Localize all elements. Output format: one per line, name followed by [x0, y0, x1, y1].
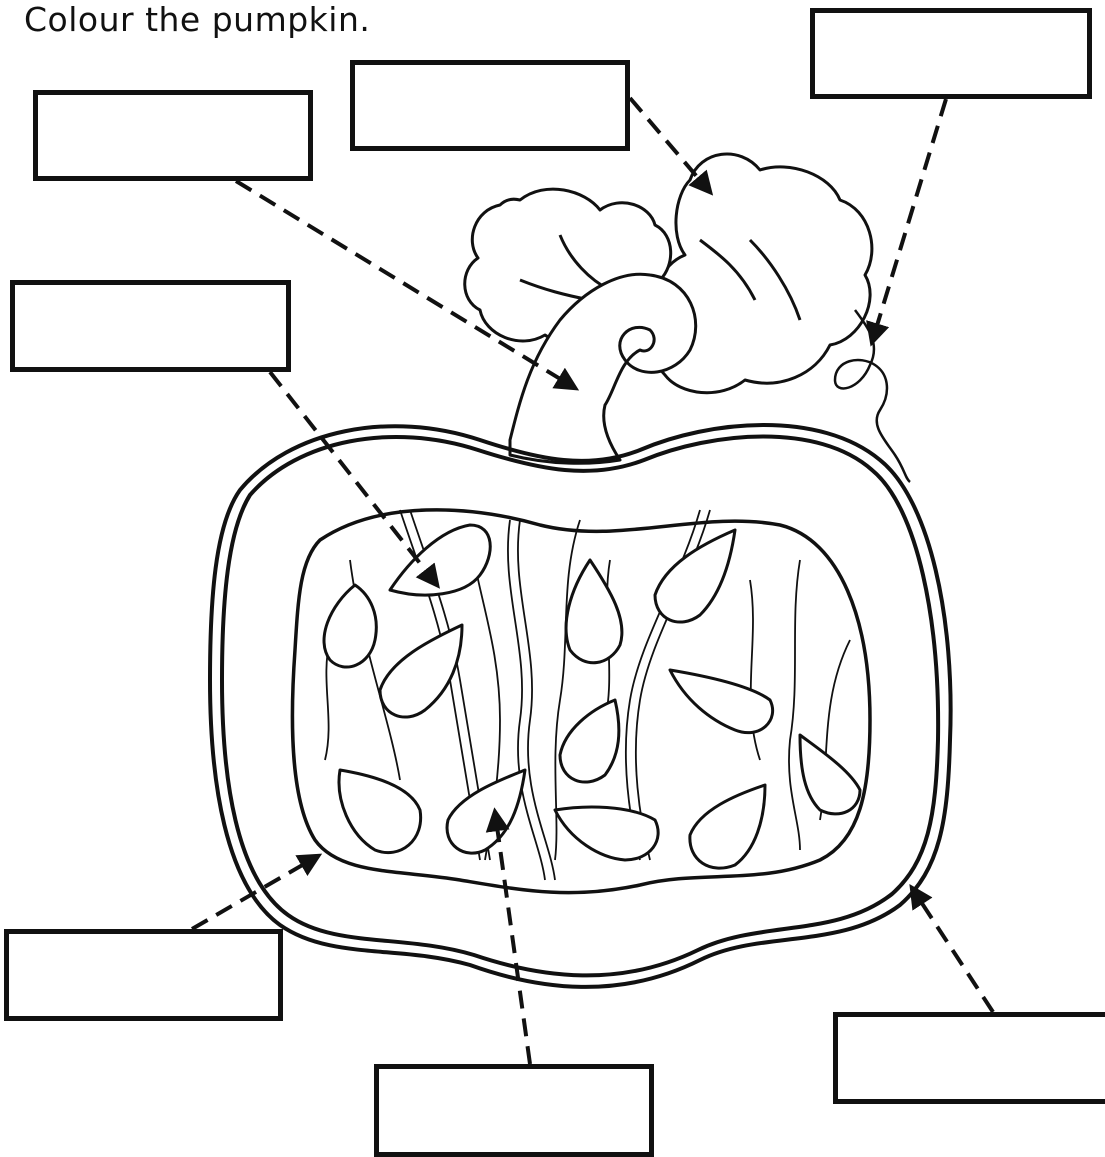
pointer-bottom-mid: [495, 812, 530, 1064]
pointer-top-right: [872, 99, 946, 342]
label-box-mid-left[interactable]: [10, 280, 291, 372]
pointer-mid-left: [270, 372, 437, 585]
label-box-top-center[interactable]: [350, 60, 630, 151]
pumpkin-skin: [210, 425, 951, 987]
label-box-bottom-right[interactable]: [833, 1012, 1105, 1104]
label-box-bottom-mid[interactable]: [374, 1064, 654, 1157]
label-box-top-left[interactable]: [33, 90, 313, 181]
pointer-bottom-right: [912, 888, 993, 1012]
label-box-top-right[interactable]: [810, 8, 1092, 99]
pumpkin-seeds: [324, 525, 860, 868]
label-box-bottom-left[interactable]: [4, 929, 283, 1021]
pointer-bottom-left: [192, 856, 318, 929]
